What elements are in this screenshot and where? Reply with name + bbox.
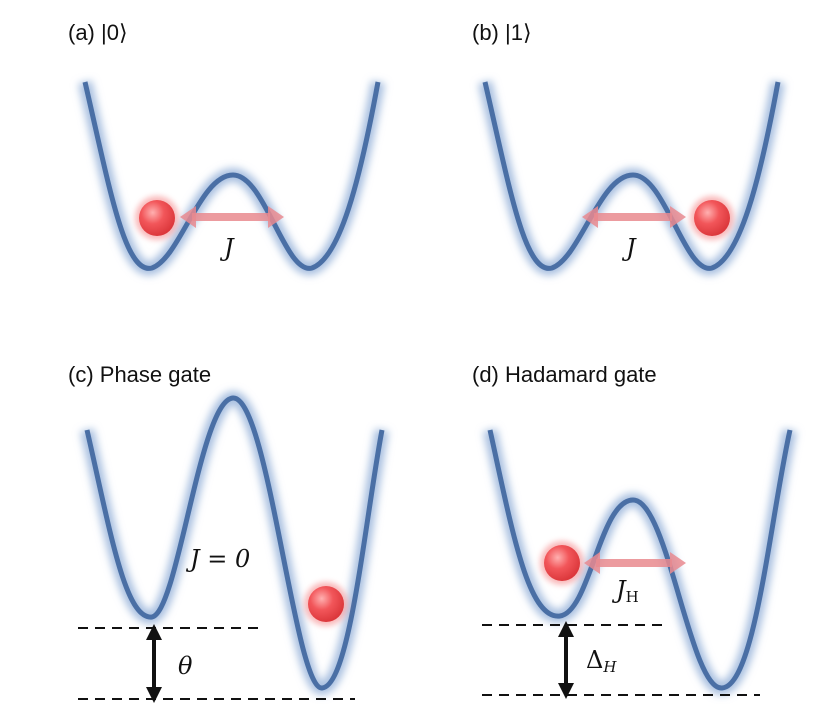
tunnel-arrow-b	[582, 206, 686, 228]
well-c-glow	[80, 391, 389, 695]
panel-c: (c) Phase gate J = 0 θ	[68, 362, 389, 703]
coupling-label-a: J	[219, 234, 235, 262]
coupling-label-d-main: J	[611, 576, 627, 604]
panel-b: (b) |1⟩ J	[472, 20, 785, 276]
panel-a-label: (a) |0⟩	[68, 20, 128, 45]
particle-c	[308, 586, 344, 622]
well-c-curve	[84, 395, 385, 691]
offset-label-d-main: Δ	[586, 646, 603, 674]
well-a-curve	[82, 81, 381, 271]
well-b	[478, 80, 785, 276]
particle-d	[544, 545, 580, 581]
panel-b-label: (b) |1⟩	[472, 20, 532, 45]
well-a	[78, 80, 385, 276]
particle-b	[694, 200, 730, 236]
offset-label-d-sub: H	[602, 658, 617, 676]
well-d-curve	[487, 429, 793, 691]
panel-d: (d) Hadamard gate JH ΔH	[472, 362, 797, 699]
tunnel-arrow-a	[180, 206, 284, 228]
coupling-label-d-sub: H	[626, 588, 639, 606]
coupling-label-d: JH	[611, 576, 639, 606]
offset-label-d: ΔH	[586, 646, 617, 676]
panel-c-label: (c) Phase gate	[68, 362, 211, 387]
well-c	[80, 391, 389, 695]
particle-a	[139, 200, 175, 236]
panel-d-label: (d) Hadamard gate	[472, 362, 657, 387]
panel-a: (a) |0⟩ J	[68, 20, 385, 276]
tunnel-arrow-d	[584, 552, 686, 574]
offset-label-c: θ	[178, 652, 193, 680]
well-b-curve	[482, 81, 781, 271]
well-d	[483, 428, 797, 695]
coupling-label-b: J	[621, 234, 637, 262]
coupling-label-c: J = 0	[185, 545, 250, 573]
